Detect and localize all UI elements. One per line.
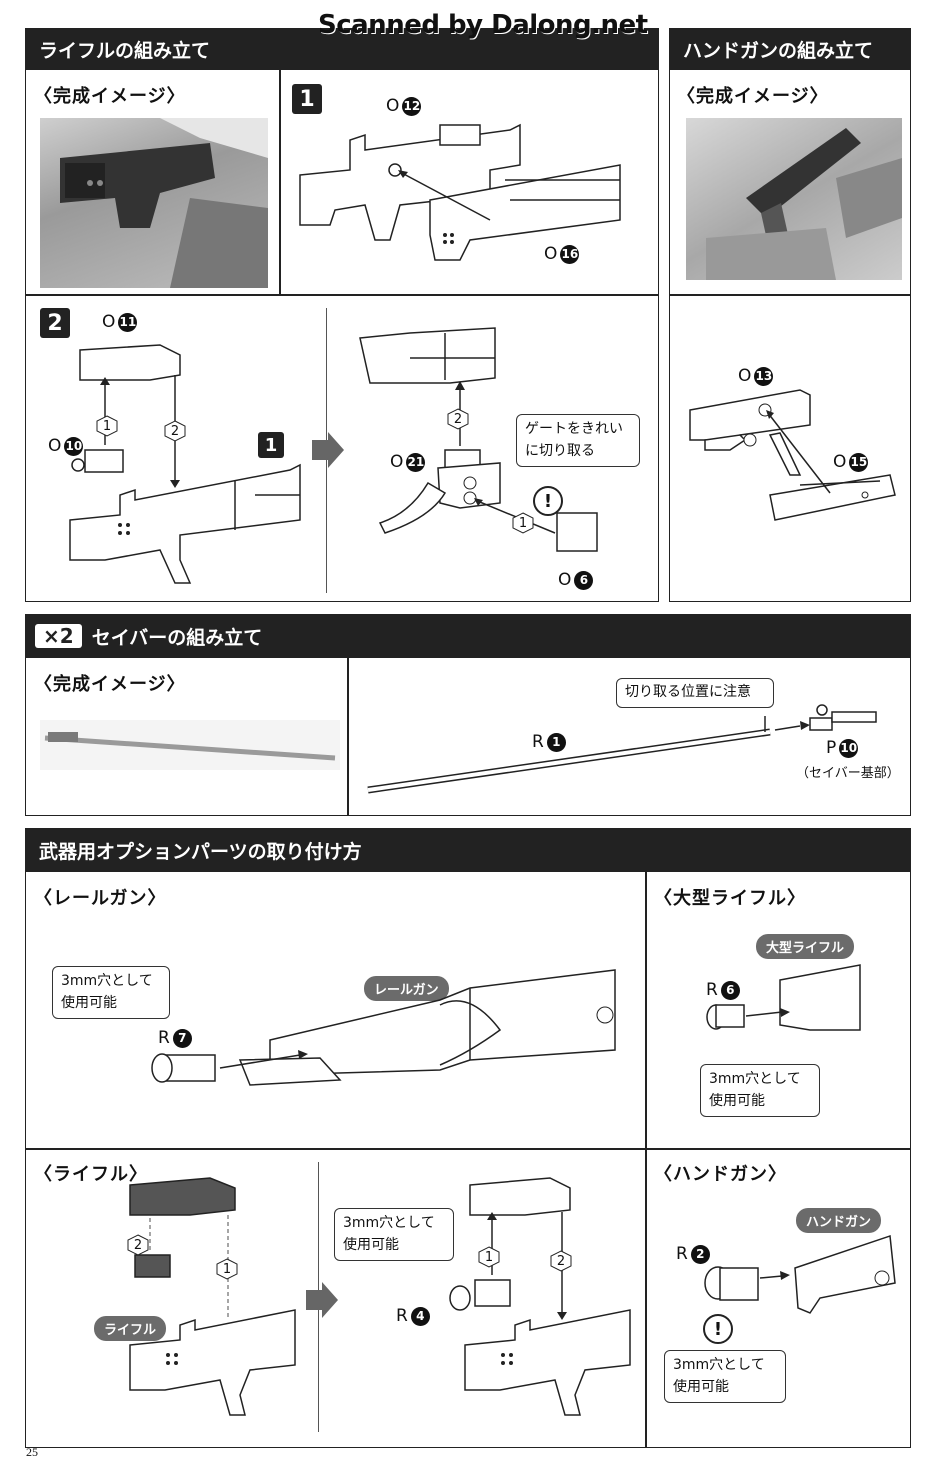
next-arrow-icon bbox=[306, 1282, 338, 1318]
handgun-complete-label: 〈完成イメージ〉 bbox=[677, 86, 829, 107]
cut-position-note: 切り取る位置に注意 bbox=[616, 678, 774, 708]
rifle-step2-right-diagram bbox=[359, 327, 598, 552]
rifle-option-pill: ライフル bbox=[94, 1316, 167, 1341]
order-badge-2: 2 bbox=[164, 420, 186, 442]
gate-cut-note: ゲートをきれい に切り取る bbox=[516, 414, 640, 468]
railgun-3mm-note: 3mm穴として 使用可能 bbox=[52, 966, 170, 1020]
railgun-label: 〈レールガン〉 bbox=[34, 888, 167, 909]
page-number: 25 bbox=[26, 1445, 38, 1459]
warning-icon: ! bbox=[533, 486, 563, 516]
part-number-badge: 11 bbox=[118, 312, 138, 332]
part-number-badge: 16 bbox=[560, 244, 580, 264]
large-rifle-label: 〈大型ライフル〉 bbox=[654, 888, 806, 909]
part-o11-label: O 11 bbox=[102, 312, 138, 332]
large-rifle-diagram bbox=[706, 964, 861, 1031]
part-number-badge: 4 bbox=[410, 1306, 430, 1326]
saber-section-header: ×2 セイバーの組み立て bbox=[25, 614, 911, 658]
railgun-diagram bbox=[151, 969, 616, 1086]
part-number-badge: 10 bbox=[839, 738, 859, 758]
railgun-pill: レールガン bbox=[364, 976, 449, 1001]
arrow-number-1: 1 bbox=[258, 432, 284, 458]
next-arrow-icon bbox=[312, 432, 344, 468]
rifle-option-label: 〈ライフル〉 bbox=[34, 1164, 148, 1185]
part-r1-label: R 1 bbox=[532, 732, 566, 752]
handgun-complete-photo bbox=[686, 118, 902, 280]
part-number-badge: 6 bbox=[720, 980, 740, 1000]
divider bbox=[669, 294, 911, 296]
step-2-number: 2 bbox=[40, 308, 70, 338]
part-o15-label: O 15 bbox=[833, 452, 869, 472]
part-number-badge: 21 bbox=[406, 452, 426, 472]
rifle-complete-label: 〈完成イメージ〉 bbox=[34, 86, 186, 107]
part-r6-label: R 6 bbox=[706, 980, 740, 1000]
large-rifle-pill: 大型ライフル bbox=[756, 934, 855, 959]
saber-assembly-diagram bbox=[367, 704, 877, 794]
rifle-section-header: ライフルの組み立て bbox=[25, 28, 659, 70]
part-number-badge: 15 bbox=[849, 452, 869, 472]
handgun-option-label: 〈ハンドガン〉 bbox=[654, 1164, 787, 1185]
handgun-assembly-diagram bbox=[689, 389, 896, 521]
part-o12-label: O 12 bbox=[386, 96, 422, 116]
part-r2-label: R 2 bbox=[676, 1244, 710, 1264]
large-rifle-3mm-note: 3mm穴として 使用可能 bbox=[700, 1064, 820, 1118]
divider bbox=[25, 294, 659, 296]
order-badge-1: 1 bbox=[216, 1258, 238, 1280]
order-badge-1: 1 bbox=[478, 1246, 500, 1268]
rifle-step2-left-diagram bbox=[69, 344, 301, 584]
part-r4-label: R 4 bbox=[396, 1306, 430, 1326]
order-badge-2: 2 bbox=[550, 1250, 572, 1272]
saber-complete-label: 〈完成イメージ〉 bbox=[34, 674, 186, 695]
part-o10-label: O 10 bbox=[48, 436, 84, 456]
part-o16-label: O 16 bbox=[544, 244, 580, 264]
rifle-3mm-note: 3mm穴として 使用可能 bbox=[334, 1208, 454, 1262]
part-number-badge: 12 bbox=[402, 96, 422, 116]
divider bbox=[347, 658, 349, 816]
handgun-option-diagram bbox=[704, 1234, 896, 1314]
part-number-badge: 10 bbox=[64, 436, 84, 456]
divider bbox=[279, 70, 281, 295]
divider bbox=[25, 1148, 911, 1150]
part-p10-label: P 10 bbox=[826, 738, 859, 758]
saber-section-title: セイバーの組み立て bbox=[91, 626, 263, 649]
options-section-title: 武器用オプションパーツの取り付け方 bbox=[39, 840, 362, 863]
part-o6-label: O 6 bbox=[558, 570, 594, 590]
order-badge-2: 2 bbox=[127, 1234, 149, 1256]
handgun-3mm-note: 3mm穴として 使用可能 bbox=[664, 1350, 786, 1404]
options-section-header: 武器用オプションパーツの取り付け方 bbox=[25, 828, 911, 872]
rifle-photo-icon bbox=[60, 118, 268, 288]
part-number-badge: 13 bbox=[754, 366, 774, 386]
rifle-option-right-diagram bbox=[449, 1177, 631, 1416]
part-o21-label: O 21 bbox=[390, 452, 426, 472]
part-number-badge: 6 bbox=[574, 570, 594, 590]
order-badge-2: 2 bbox=[447, 408, 469, 430]
watermark: Scanned by Dalong.net bbox=[318, 10, 648, 40]
handgun-section-title: ハンドガンの組み立て bbox=[683, 39, 874, 62]
rifle-step1-diagram bbox=[299, 123, 621, 261]
part-number-badge: 2 bbox=[690, 1244, 710, 1264]
part-number-badge: 7 bbox=[172, 1028, 192, 1048]
saber-base-caption: （セイバー基部） bbox=[796, 766, 900, 781]
handgun-photo-icon bbox=[706, 128, 902, 280]
part-number-badge: 1 bbox=[546, 732, 566, 752]
saber-multiplier-badge: ×2 bbox=[35, 624, 82, 648]
step-1-number: 1 bbox=[292, 84, 322, 114]
handgun-section-header: ハンドガンの組み立て bbox=[669, 28, 911, 70]
rifle-option-left-diagram bbox=[129, 1177, 296, 1416]
part-r7-label: R 7 bbox=[158, 1028, 192, 1048]
warning-icon: ! bbox=[703, 1314, 733, 1344]
saber-complete-photo bbox=[40, 720, 340, 770]
divider bbox=[645, 872, 647, 1448]
handgun-option-pill: ハンドガン bbox=[796, 1208, 882, 1233]
order-badge-1: 1 bbox=[512, 512, 534, 534]
part-o13-label: O 13 bbox=[738, 366, 774, 386]
rifle-section-title: ライフルの組み立て bbox=[39, 39, 211, 62]
order-badge-1: 1 bbox=[96, 415, 118, 437]
rifle-complete-photo bbox=[40, 118, 268, 288]
